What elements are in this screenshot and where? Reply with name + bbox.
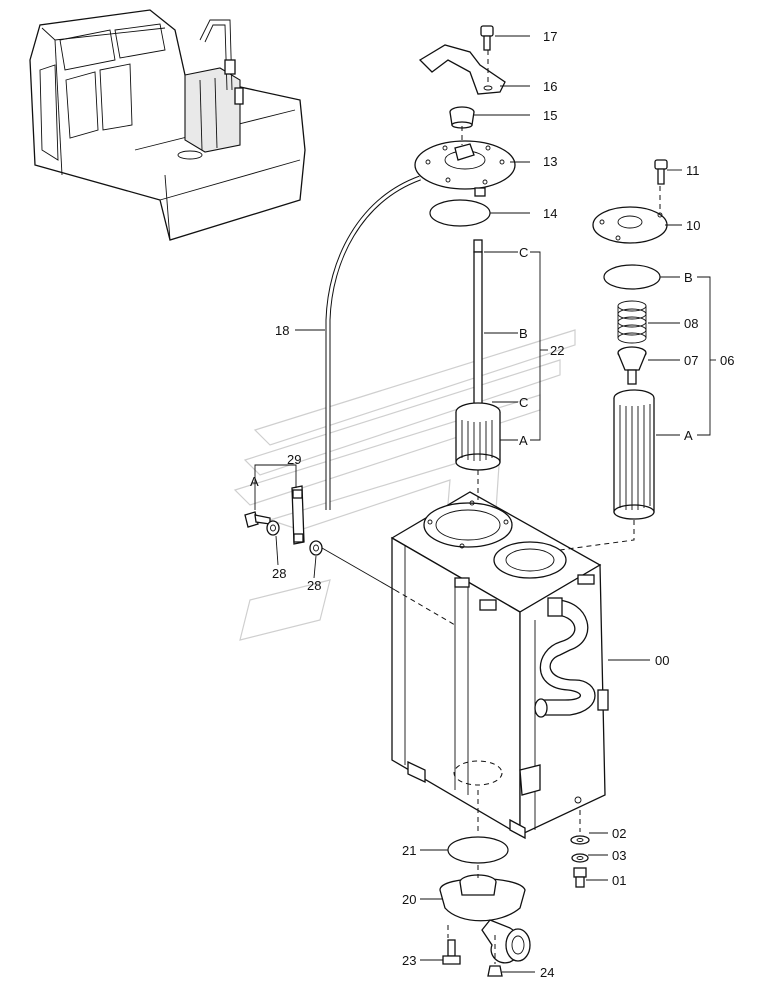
filter-assembly	[455, 402, 501, 471]
label-10: 10	[686, 218, 700, 233]
plate-10	[592, 206, 668, 244]
bolt-23	[442, 939, 461, 965]
level-gauge-29	[291, 485, 305, 545]
part-labels: 17 16 15 13 14 11 10 B 08 07 06 A C B 22…	[250, 29, 734, 980]
label-20: 20	[402, 892, 416, 907]
excavator-thumbnail	[29, 9, 306, 241]
label-00: 00	[655, 653, 669, 668]
label-06: 06	[720, 353, 734, 368]
label-22: 22	[550, 343, 564, 358]
element-a	[613, 389, 655, 520]
o-ring-21	[447, 836, 509, 864]
valve-07	[617, 346, 647, 385]
label-28-right: 28	[307, 578, 321, 593]
label-28-left: 28	[272, 566, 286, 581]
label-29: 29	[287, 452, 301, 467]
label-b-oring: B	[684, 270, 693, 285]
bolt-11	[654, 159, 668, 185]
label-01: 01	[612, 873, 626, 888]
bolt-01	[573, 867, 587, 888]
label-18: 18	[275, 323, 289, 338]
label-c-top: C	[519, 245, 528, 260]
label-21: 21	[402, 843, 416, 858]
cover-13	[414, 140, 516, 197]
hose-18	[325, 175, 421, 510]
label-a-gauge: A	[250, 474, 259, 489]
label-02: 02	[612, 826, 626, 841]
label-14: 14	[543, 206, 557, 221]
o-ring-b	[603, 264, 661, 290]
cap-15	[449, 106, 475, 129]
label-13: 13	[543, 154, 557, 169]
label-11: 11	[686, 163, 700, 178]
plug-24	[487, 965, 503, 977]
washer-02	[570, 835, 590, 845]
rod-22	[473, 239, 483, 406]
washer-28	[266, 520, 323, 556]
leader-lines	[254, 35, 716, 973]
spring-08	[617, 300, 647, 344]
label-15: 15	[543, 108, 557, 123]
o-ring-14	[429, 199, 491, 227]
label-24: 24	[540, 965, 554, 980]
label-03: 03	[612, 848, 626, 863]
flange-20	[439, 874, 531, 964]
bolt-a	[244, 511, 271, 528]
label-08: 08	[684, 316, 698, 331]
tank-00	[390, 491, 609, 840]
bracket-16	[418, 44, 506, 95]
bolt-17	[480, 25, 494, 51]
label-07: 07	[684, 353, 698, 368]
label-a-filter: A	[519, 433, 528, 448]
label-c-mid: C	[519, 395, 528, 410]
label-23: 23	[402, 953, 416, 968]
label-a-element: A	[684, 428, 693, 443]
label-b-rod: B	[519, 326, 528, 341]
washer-03	[571, 853, 589, 863]
label-17: 17	[543, 29, 557, 44]
label-16: 16	[543, 79, 557, 94]
